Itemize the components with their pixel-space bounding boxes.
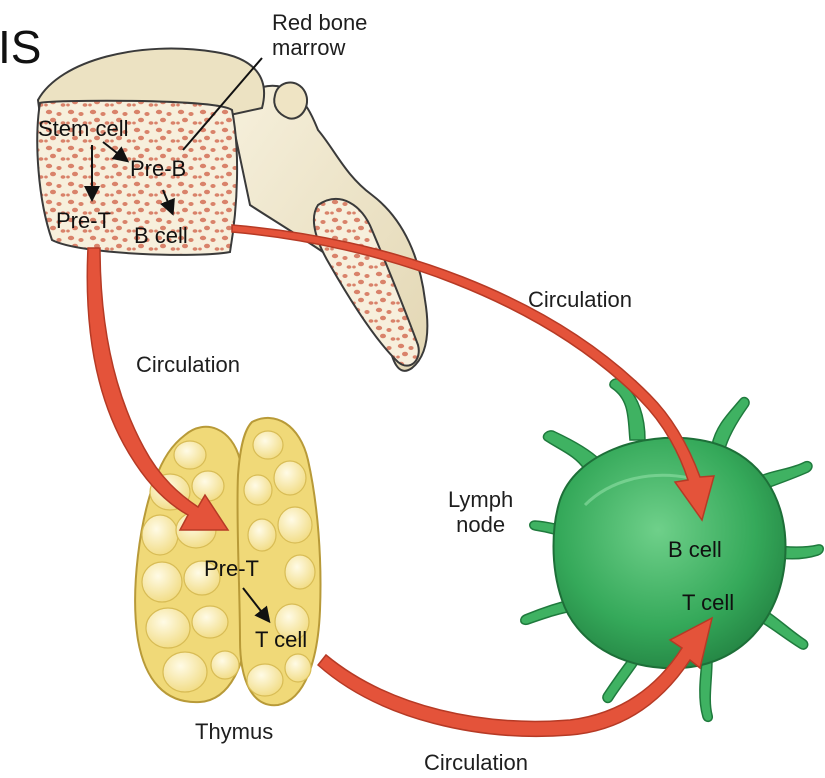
label-red-bone-marrow: Red bone marrow <box>272 10 367 61</box>
label-t-cell-node: T cell <box>682 590 734 615</box>
vertebra-knob <box>274 83 307 119</box>
slide-title-fragment: IS <box>0 20 41 74</box>
label-lymph-node: Lymph node <box>448 487 513 538</box>
label-pre-t-marrow: Pre-T <box>56 208 111 233</box>
label-t-cell-thymus: T cell <box>255 627 307 652</box>
label-thymus: Thymus <box>195 719 273 744</box>
label-b-cell-node: B cell <box>668 537 722 562</box>
label-pre-t-thymus: Pre-T <box>204 556 259 581</box>
label-stem-cell: Stem cell <box>38 116 128 141</box>
label-circulation-left: Circulation <box>136 352 240 377</box>
label-b-cell-marrow: B cell <box>134 223 188 248</box>
label-pre-b: Pre-B <box>130 156 186 181</box>
label-circulation-top-right: Circulation <box>528 287 632 312</box>
label-circulation-bottom: Circulation <box>424 750 528 775</box>
